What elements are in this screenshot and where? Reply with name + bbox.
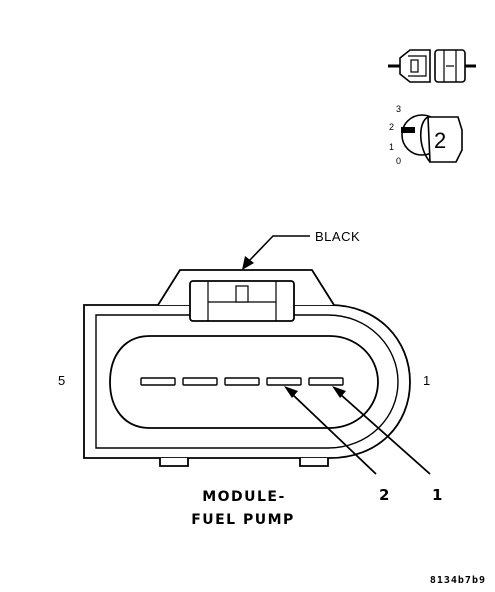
pin-right-label: 1 bbox=[423, 373, 430, 388]
position-mark-0: 0 bbox=[396, 156, 401, 166]
title-line-1: MODULE- bbox=[202, 489, 286, 505]
figure-id: 8134b7b9 bbox=[430, 575, 486, 586]
inline-connector-icon bbox=[388, 49, 476, 83]
pin-slots bbox=[140, 377, 344, 386]
callout-1: 1 bbox=[432, 486, 442, 504]
pin-position-icon: 3 2 1 0 2 bbox=[389, 104, 463, 166]
title-line-2: FUEL PUMP bbox=[191, 512, 295, 528]
pin-slot-4 bbox=[182, 377, 218, 386]
position-badge: 2 bbox=[434, 128, 446, 153]
callout-leaders bbox=[291, 393, 431, 475]
position-mark-2: 2 bbox=[389, 122, 394, 132]
position-key-icon bbox=[401, 127, 415, 133]
pin-left-label: 5 bbox=[58, 373, 65, 388]
black-leader bbox=[247, 235, 310, 263]
connector-color-label: BLACK bbox=[315, 229, 360, 244]
pin-slot-5 bbox=[140, 377, 176, 386]
callout-2-arrowhead-icon bbox=[284, 386, 298, 398]
black-arrowhead-icon bbox=[242, 256, 254, 270]
position-mark-3: 3 bbox=[396, 104, 401, 114]
connector-body bbox=[83, 269, 411, 467]
position-mark-1: 1 bbox=[389, 142, 394, 152]
pin-slot-2 bbox=[266, 377, 302, 386]
pin-slot-1 bbox=[308, 377, 344, 386]
callout-2: 2 bbox=[379, 486, 389, 504]
pin-slot-3 bbox=[224, 377, 260, 386]
callout-1-arrowhead-icon bbox=[332, 386, 346, 398]
